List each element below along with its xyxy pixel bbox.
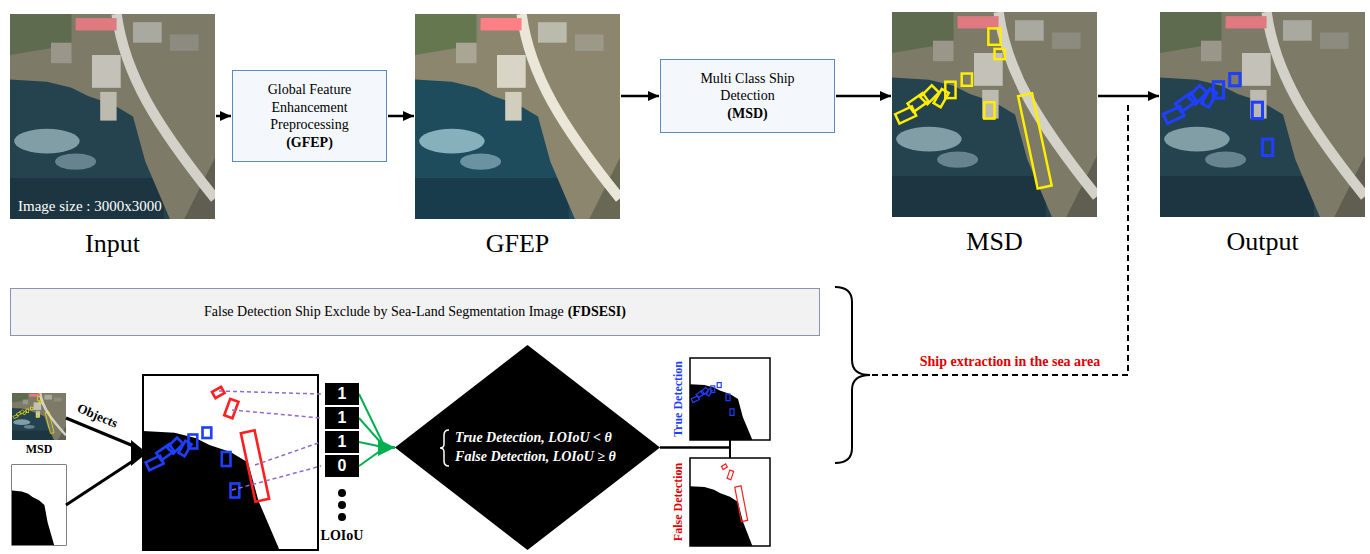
connector-line	[359, 448, 395, 467]
connector	[359, 394, 395, 448]
image-caption: MSD	[26, 442, 53, 457]
connector	[621, 91, 659, 101]
image-caption: False Detection	[671, 463, 686, 541]
connector-line	[660, 448, 730, 459]
arrow-head	[880, 91, 891, 101]
loiou-cell: 1	[325, 407, 359, 429]
node-text: (GFEP)	[251, 134, 368, 152]
msd-image: MSD	[892, 12, 1097, 217]
image-caption: Output	[1226, 227, 1298, 257]
image-caption: True Detection	[671, 361, 686, 437]
node-text: 1	[325, 431, 359, 453]
false-detection-image: False Detection	[690, 458, 770, 546]
image-caption: Image size : 3000x3000	[18, 198, 162, 215]
image-caption: GFEP	[486, 229, 550, 259]
edge-label: Objects	[74, 400, 119, 431]
node-text: 0	[325, 455, 359, 477]
connector-line	[359, 418, 395, 448]
loiou-cell: 0	[325, 455, 359, 477]
output-image: Output	[1160, 12, 1365, 217]
arrow-head	[648, 91, 659, 101]
image-caption: Input	[85, 229, 140, 259]
connector	[359, 418, 395, 448]
connector-line	[660, 440, 730, 448]
node-text: False Detection Ship Exclude by Sea-Land…	[204, 304, 564, 320]
arrow-head	[1148, 91, 1159, 101]
msd-thumbnail: MSD	[12, 393, 66, 440]
annotation-label: Ship extraction in the sea area	[920, 354, 1101, 370]
process-box: Multi Class Ship Detection(MSD)	[660, 59, 835, 134]
node-text: (MSD)	[679, 105, 816, 123]
loiou-cell: 1	[325, 431, 359, 453]
node-text: True Detection, LOIoU < θ	[455, 429, 616, 447]
connector-line	[359, 394, 395, 448]
arrow-head	[220, 111, 231, 121]
decision-diamond: True Detection, LOIoU < θFalse Detection…	[395, 345, 660, 550]
diamond-content: True Detection, LOIoU < θFalse Detection…	[395, 345, 660, 550]
connector	[1098, 91, 1159, 101]
connector	[660, 448, 730, 459]
connector	[388, 111, 414, 121]
diamond-shape	[395, 345, 660, 550]
connector	[216, 111, 231, 121]
input-image: Image size : 3000x3000Input	[10, 14, 215, 219]
node-text: Multi Class Ship Detection	[679, 70, 816, 105]
brace-symbol	[439, 428, 451, 468]
connector	[836, 91, 891, 101]
arrow-head	[403, 111, 414, 121]
node-text: 1	[325, 383, 359, 405]
loiou-cell: 1	[325, 383, 359, 405]
module-band: False Detection Ship Exclude by Sea-Land…	[10, 288, 820, 336]
gfep-image: GFEP	[415, 14, 620, 219]
node-text: 1	[325, 407, 359, 429]
node-text: False Detection, LOIoU ≥ θ	[455, 448, 616, 466]
process-box: Global Feature Enhancement Preprocessing…	[232, 70, 387, 162]
true-detection-image: True Detection	[690, 358, 770, 440]
image-caption: MSD	[966, 227, 1022, 257]
column-label: LOIoU	[321, 528, 364, 544]
condition-list: True Detection, LOIoU < θFalse Detection…	[455, 429, 616, 465]
connector	[660, 440, 730, 448]
node-text: Global Feature Enhancement Preprocessing	[251, 81, 368, 134]
node-text: (FDSESI)	[568, 304, 626, 320]
diamond-fill	[395, 345, 660, 550]
connector	[359, 448, 395, 467]
